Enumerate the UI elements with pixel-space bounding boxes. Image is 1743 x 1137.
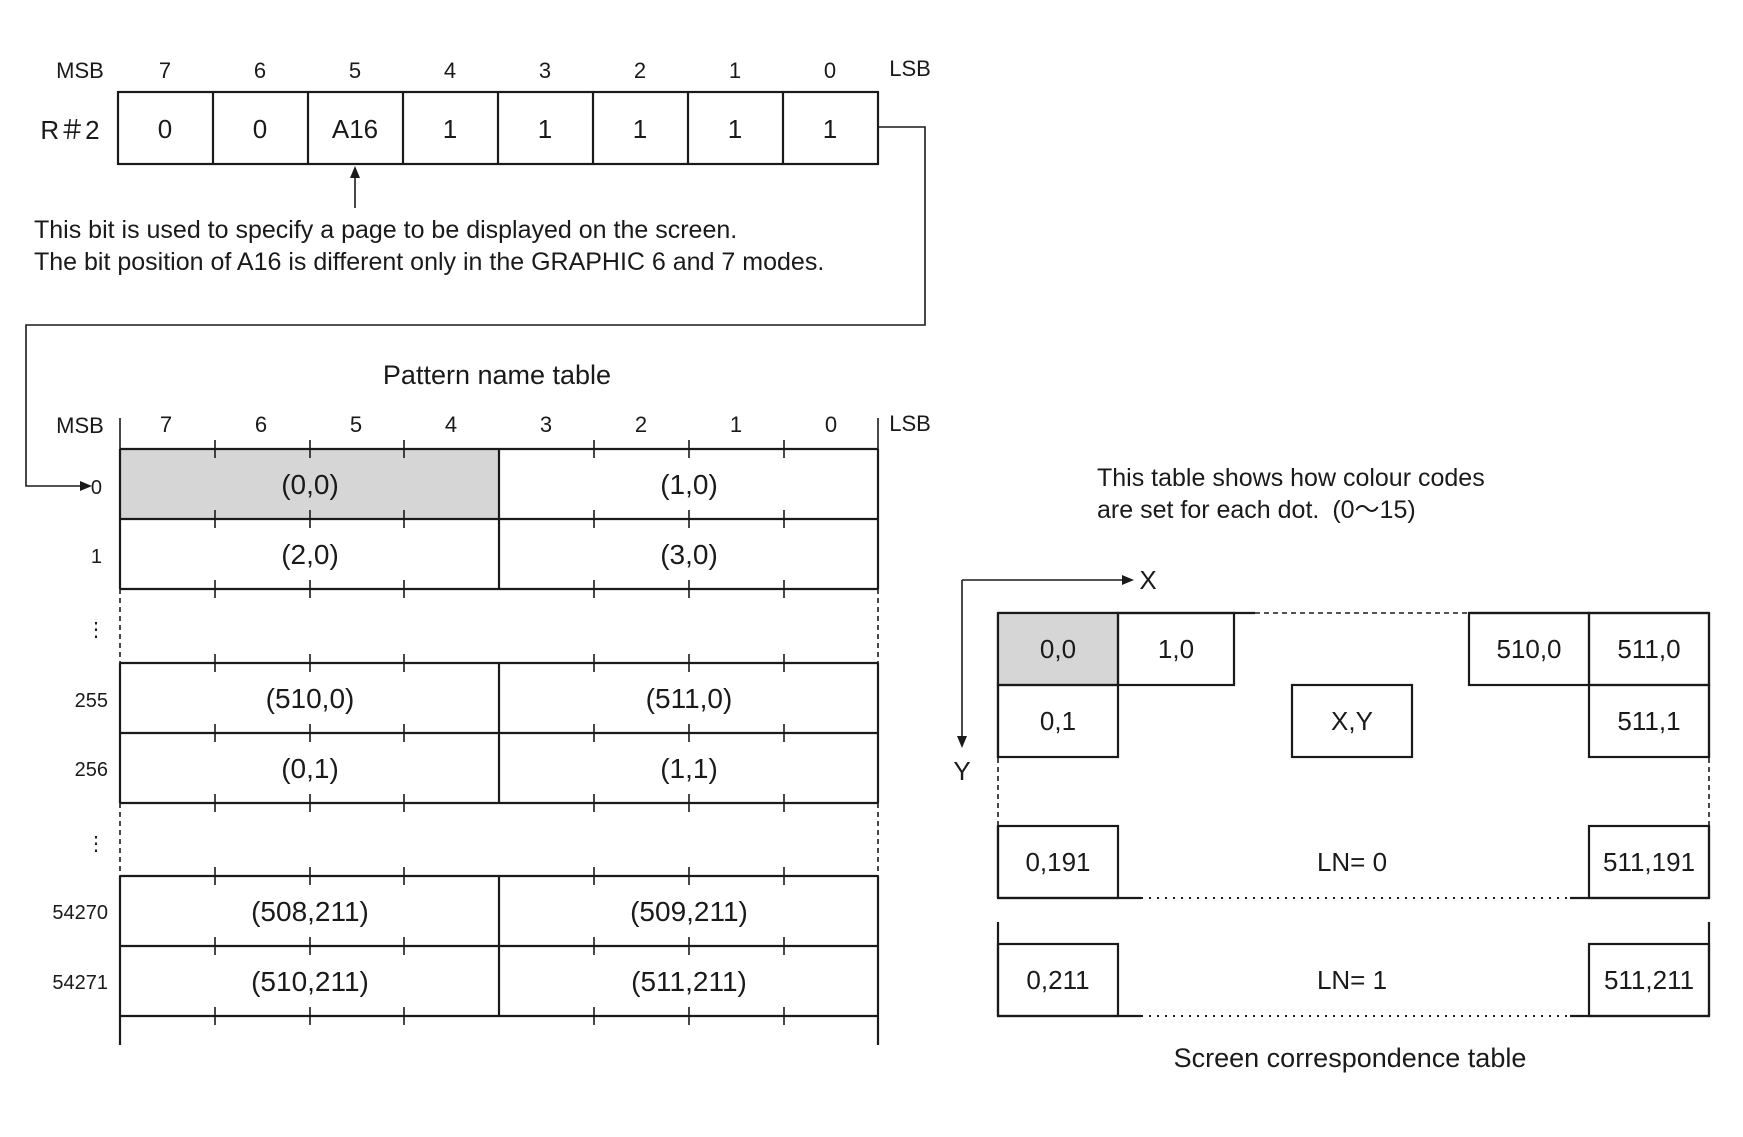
- register-bit-number: 0: [824, 58, 836, 83]
- pattern-row-address: 54270: [52, 902, 108, 924]
- pattern-cell-right: (511,0): [646, 683, 733, 714]
- screen-cell-label: 0,211: [1026, 965, 1089, 995]
- screen-cell: [996, 942, 1120, 1018]
- pattern-row-address: 255: [75, 690, 108, 712]
- register-bit-value: 1: [823, 114, 837, 144]
- register-bit-number: 3: [539, 58, 551, 83]
- register-lsb-label: LSB: [889, 56, 931, 81]
- y-axis-arrowhead-icon: [957, 736, 967, 748]
- pattern-row-address: 256: [75, 759, 108, 781]
- register-to-table-connector: [25, 126, 926, 487]
- pattern-cell-right: (511,211): [631, 966, 747, 997]
- register-name: R＃2: [40, 115, 99, 145]
- register-bit-value: 1: [538, 114, 552, 144]
- screen-cell-label: 1,0: [1158, 634, 1194, 664]
- register-bit-number: 5: [349, 58, 361, 83]
- screen-cell-label: 511,211: [1604, 965, 1694, 995]
- screen-caption-line2: are set for each dot. (0～15): [1097, 496, 1416, 524]
- pattern-msb-label: MSB: [56, 413, 104, 438]
- pattern-ellipsis: ⋮: [86, 833, 106, 855]
- pattern-cell-left: (2,0): [281, 539, 339, 570]
- pattern-bit-number: 7: [160, 412, 172, 437]
- pattern-table-title: Pattern name table: [383, 360, 611, 390]
- pattern-bit-number: 4: [445, 412, 457, 437]
- connector-arrowhead-icon: [80, 481, 92, 491]
- screen-caption-range: (0～15): [1332, 496, 1415, 524]
- x-axis-label: X: [1139, 565, 1156, 595]
- screen-cell: [1587, 683, 1711, 759]
- pattern-cell-right: (3,0): [660, 539, 718, 570]
- pattern-cell-left: (510,0): [266, 683, 355, 714]
- screen-cell-label: 0,191: [1025, 847, 1090, 877]
- screen-cell-label: 510,0: [1496, 634, 1561, 664]
- screen-cell-label: 0,0: [1040, 634, 1076, 664]
- pattern-bit-number: 6: [255, 412, 267, 437]
- register-bit-value: 1: [443, 114, 457, 144]
- register-bit-value: 0: [158, 114, 172, 144]
- screen-cell-label: 511,1: [1617, 706, 1680, 736]
- screen-cell: [996, 824, 1120, 900]
- screen-origin-highlight: [998, 613, 1118, 685]
- screen-cell-label: 0,1: [1040, 706, 1076, 736]
- screen-ln1-label: LN= 1: [1317, 965, 1387, 995]
- screen-cell-label: 511,0: [1617, 634, 1680, 664]
- register-note-line1: This bit is used to specify a page to be…: [34, 216, 737, 244]
- screen-caption-line1: This table shows how colour codes: [1097, 464, 1485, 492]
- pattern-cell-left: (510,211): [251, 966, 369, 997]
- pattern-highlight-cell: [120, 449, 499, 519]
- pattern-row-address: 54271: [52, 972, 108, 994]
- register-bit-value: 1: [633, 114, 647, 144]
- pattern-bit-number: 2: [635, 412, 647, 437]
- screen-table-title: Screen correspondence table: [1174, 1043, 1527, 1073]
- pattern-row-address: 1: [91, 546, 102, 568]
- pattern-cell-left: (0,0): [281, 469, 339, 500]
- screen-cell-label: X,Y: [1331, 706, 1373, 736]
- y-axis-label: Y: [953, 756, 970, 786]
- register-r2: MSB LSB 7 6 5 4 3 2 1 0 R＃2 0 0 A16 1 1 …: [25, 56, 931, 491]
- screen-cell: [996, 683, 1120, 759]
- pattern-ellipsis: ⋮: [86, 619, 106, 641]
- pattern-cell-left: (0,1): [281, 753, 339, 784]
- screen-cell: [1587, 824, 1711, 900]
- screen-caption-text: are set for each dot.: [1097, 496, 1319, 524]
- register-bit-value-a16: A16: [332, 114, 378, 144]
- register-bit-number: 4: [444, 58, 456, 83]
- register-bit-number: 1: [729, 58, 741, 83]
- a16-arrowhead-icon: [350, 166, 360, 178]
- pattern-bit-number: 1: [730, 412, 742, 437]
- register-bit-number: 7: [159, 58, 171, 83]
- register-msb-label: MSB: [56, 58, 104, 83]
- pattern-cell-left: (508,211): [251, 896, 369, 927]
- screen-cell: [1587, 942, 1711, 1018]
- pattern-bit-number: 3: [540, 412, 552, 437]
- pattern-bit-number: 5: [350, 412, 362, 437]
- pattern-cell-right: (509,211): [630, 896, 748, 927]
- pattern-name-table: Pattern name table MSB LSB 7 6 5 4 3 2 1…: [52, 360, 931, 1045]
- pattern-row-address: 0: [91, 477, 102, 499]
- pattern-cell-right: (1,1): [660, 753, 718, 784]
- register-bit-value: 1: [728, 114, 742, 144]
- register-bit-number: 2: [634, 58, 646, 83]
- screen-cell-label: 511,191: [1603, 847, 1695, 877]
- pattern-lsb-label: LSB: [889, 411, 931, 436]
- register-note-line2: The bit position of A16 is different onl…: [34, 248, 824, 276]
- screen-correspondence-table: This table shows how colour codes are se…: [953, 464, 1711, 1073]
- pattern-bit-ticks: [214, 440, 785, 1025]
- pattern-bit-number: 0: [825, 412, 837, 437]
- register-bit-value: 0: [253, 114, 267, 144]
- screen-cell: [1290, 683, 1414, 759]
- x-axis-arrowhead-icon: [1122, 575, 1134, 585]
- register-bit-number: 6: [254, 58, 266, 83]
- screen-cell: [1116, 611, 1236, 687]
- pattern-cell-right: (1,0): [660, 469, 718, 500]
- screen-ln0-label: LN= 0: [1317, 847, 1387, 877]
